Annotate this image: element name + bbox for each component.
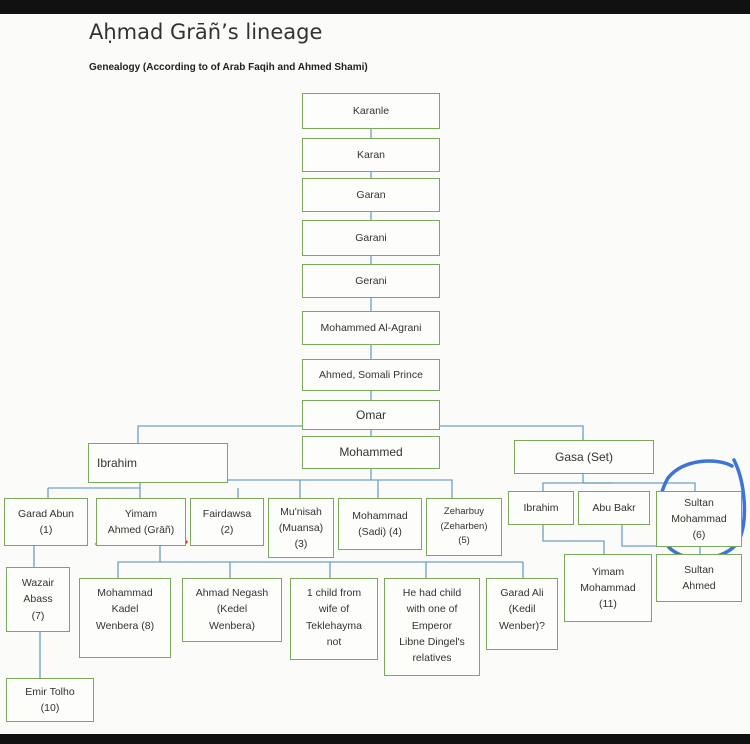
node-emir-tolho: Emir Tolho (10)	[6, 678, 94, 722]
node-he-had-child: He had child with one of Emperor Libne D…	[384, 578, 480, 676]
node-zeharbuy: Zeharbuy (Zeharben) (5)	[426, 498, 502, 556]
node-sultan-mohammad: Sultan Mohammad (6)	[656, 491, 742, 547]
node-ahmed-somali-prince: Ahmed, Somali Prince	[302, 359, 440, 391]
diagram-subtitle: Genealogy (According to of Arab Faqih an…	[89, 62, 368, 73]
node-garan: Garan	[302, 178, 440, 212]
node-fairdawsa: Fairdawsa (2)	[190, 498, 264, 546]
node-yimam-ahmed-gran: Yimam Ahmed (Grāñ)	[96, 498, 186, 546]
blue-circle-annotation	[657, 458, 747, 561]
diagram-title: Aḥmad Grāñ’s lineage	[89, 20, 323, 44]
node-munisah: Mu'nisah (Muansa) (3)	[268, 498, 334, 558]
node-ahmad-negash: Ahmad Negash (Kedel Wenbera)	[182, 578, 282, 642]
node-ibrahim-son-of-gasa: Ibrahim	[508, 491, 574, 525]
node-sultan-ahmed: Sultan Ahmed	[656, 554, 742, 602]
node-garani: Garani	[302, 220, 440, 256]
node-garad-abun: Garad Abun (1)	[4, 498, 88, 546]
node-ibrahim: Ibrahim	[88, 443, 228, 483]
node-mohammad-kadel-wenbera: Mohammad Kadel Wenbera (8)	[79, 578, 171, 658]
node-mohammad-sadi: Mohammad (Sadi) (4)	[338, 498, 422, 550]
node-garad-ali: Garad Ali (Kedil Wenber)?	[486, 578, 558, 650]
node-mohammed: Mohammed	[302, 436, 440, 469]
node-wazair-abass: Wazair Abass (7)	[6, 567, 70, 632]
node-gerani: Gerani	[302, 264, 440, 298]
node-karan: Karan	[302, 138, 440, 172]
node-omar: Omar	[302, 400, 440, 430]
node-one-child-teklehayma: 1 child from wife of Teklehayma not	[290, 578, 378, 660]
node-gasa-set: Gasa (Set)	[514, 440, 654, 474]
node-mohammed-al-agrani: Mohammed Al-Agrani	[302, 311, 440, 345]
node-karanle: Karanle	[302, 93, 440, 129]
node-yimam-mohammad: Yimam Mohammad (11)	[564, 554, 652, 622]
document-page: Aḥmad Grāñ’s lineage Genealogy (Accordin…	[0, 14, 750, 734]
node-abu-bakr: Abu Bakr	[578, 491, 650, 525]
